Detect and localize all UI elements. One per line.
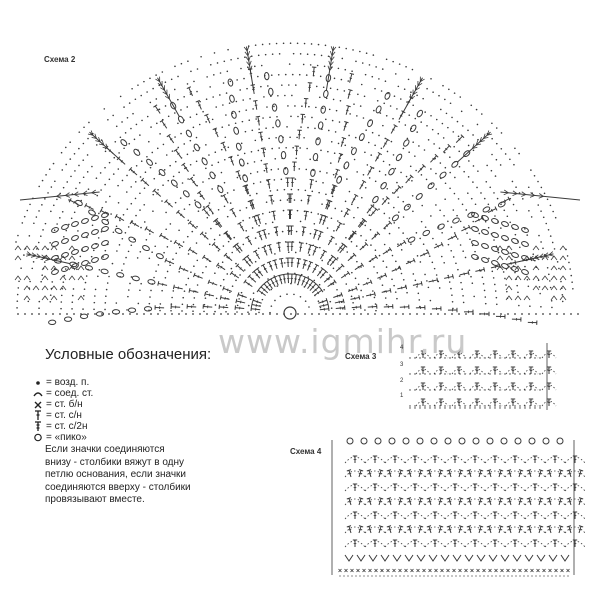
legend-item-double-crochet: = ст. с/н xyxy=(32,410,93,421)
schema4-title: Схема 4 xyxy=(290,447,321,456)
legend-item-picot: = «пико» xyxy=(32,432,93,443)
legend-item-label: = ст. с/н xyxy=(46,410,82,421)
legend-item-label: = соед. ст. xyxy=(46,388,93,399)
legend-note-line: петлю основания, если значки xyxy=(45,469,215,482)
legend-note-line: провязывают вместе. xyxy=(45,494,215,507)
chain-dot-icon xyxy=(32,377,44,388)
treble-crochet-icon xyxy=(32,421,44,432)
slip-stitch-arc-icon xyxy=(32,388,44,399)
legend-item-slip-stitch: = соед. ст. xyxy=(32,388,93,399)
legend-item-label: = возд. п. xyxy=(46,377,89,388)
single-crochet-cross-icon xyxy=(32,399,44,410)
watermark: www.igmihr.ru xyxy=(218,322,467,361)
legend-item-treble-crochet: = ст. с/2н xyxy=(32,421,93,432)
legend-item-label: = ст. с/2н xyxy=(46,421,88,432)
legend-title: Условные обозначения: xyxy=(45,346,211,363)
legend-item-label: = «пико» xyxy=(46,432,87,443)
legend-note: Если значки соединяются внизу - столбики… xyxy=(45,444,215,507)
schema3-row-number: 1 xyxy=(400,393,403,399)
schema3-row-number: 3 xyxy=(400,362,403,368)
schema2-title: Схема 2 xyxy=(44,55,75,64)
schema3-title: Схема 3 xyxy=(345,352,376,361)
legend-item-single-crochet: = ст. б/н xyxy=(32,399,93,410)
legend-item-label: = ст. б/н xyxy=(46,399,83,410)
legend-item-chain: = возд. п. xyxy=(32,377,93,388)
legend-note-line: Если значки соединяются xyxy=(45,444,215,457)
schema3-row-number: 4 xyxy=(400,345,403,351)
legend-note-line: соединяются вверху - столбики xyxy=(45,482,215,495)
legend-list: = возд. п. = соед. ст. = ст. б/н = ст. с… xyxy=(32,377,93,443)
schema3-row-number: 2 xyxy=(400,378,403,384)
double-crochet-icon xyxy=(32,410,44,421)
legend-note-line: внизу - столбики вяжут в одну xyxy=(45,457,215,470)
picot-circle-icon xyxy=(32,432,44,443)
